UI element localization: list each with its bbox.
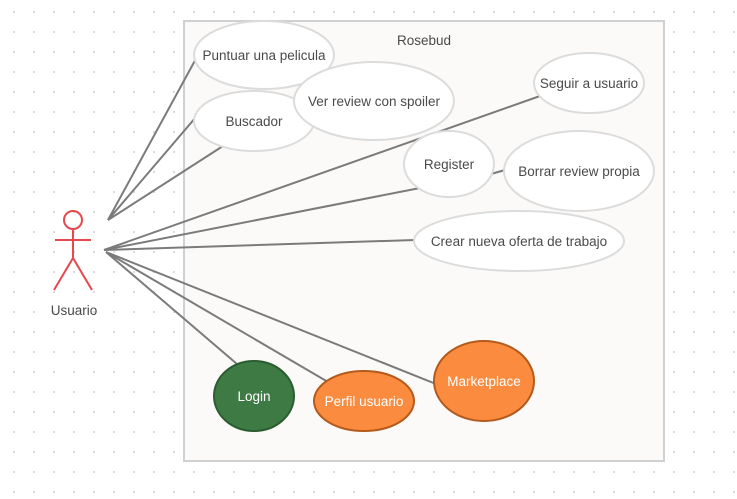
use-case-seguir[interactable]: Seguir a usuario <box>533 52 645 114</box>
actor-right-leg <box>72 257 93 291</box>
use-case-ver-review[interactable]: Ver review con spoiler <box>293 61 455 141</box>
use-case-borrar-review[interactable]: Borrar review propia <box>503 130 655 212</box>
use-case-label: Crear nueva oferta de trabajo <box>431 234 607 249</box>
actor-usuario[interactable]: Usuario <box>51 210 98 318</box>
actor-label: Usuario <box>51 303 98 318</box>
use-case-label: Puntuar una pelicula <box>202 48 326 63</box>
use-case-label: Buscador <box>225 114 283 129</box>
use-case-label: Borrar review propia <box>518 164 640 179</box>
use-case-label: Ver review con spoiler <box>308 94 441 109</box>
actor-head <box>63 210 83 230</box>
association-puntuar <box>107 54 199 221</box>
association-ver-review <box>107 145 224 221</box>
use-case-perfil[interactable]: Perfil usuario <box>313 370 415 432</box>
system-title: Rosebud <box>397 33 451 48</box>
use-case-label: Login <box>237 389 270 404</box>
association-crear-oferta <box>103 239 416 251</box>
use-case-label: Seguir a usuario <box>540 76 638 91</box>
association-marketplace <box>105 251 437 385</box>
actor-left-leg <box>53 257 74 291</box>
use-case-label: Marketplace <box>447 374 521 389</box>
association-register <box>103 187 421 251</box>
associations <box>103 54 541 385</box>
use-case-label: Register <box>424 157 475 172</box>
association-seguir <box>103 95 541 251</box>
use-case-register[interactable]: Register <box>403 130 495 198</box>
use-case-crear-oferta[interactable]: Crear nueva oferta de trabajo <box>413 210 625 272</box>
use-case-login[interactable]: Login <box>213 360 295 432</box>
association-perfil <box>105 251 329 383</box>
association-buscador <box>107 116 197 221</box>
use-case-marketplace[interactable]: Marketplace <box>433 340 535 422</box>
association-login <box>105 251 238 365</box>
use-case-puntuar[interactable]: Puntuar una pelicula <box>193 20 335 90</box>
use-case-label: Perfil usuario <box>325 394 404 409</box>
